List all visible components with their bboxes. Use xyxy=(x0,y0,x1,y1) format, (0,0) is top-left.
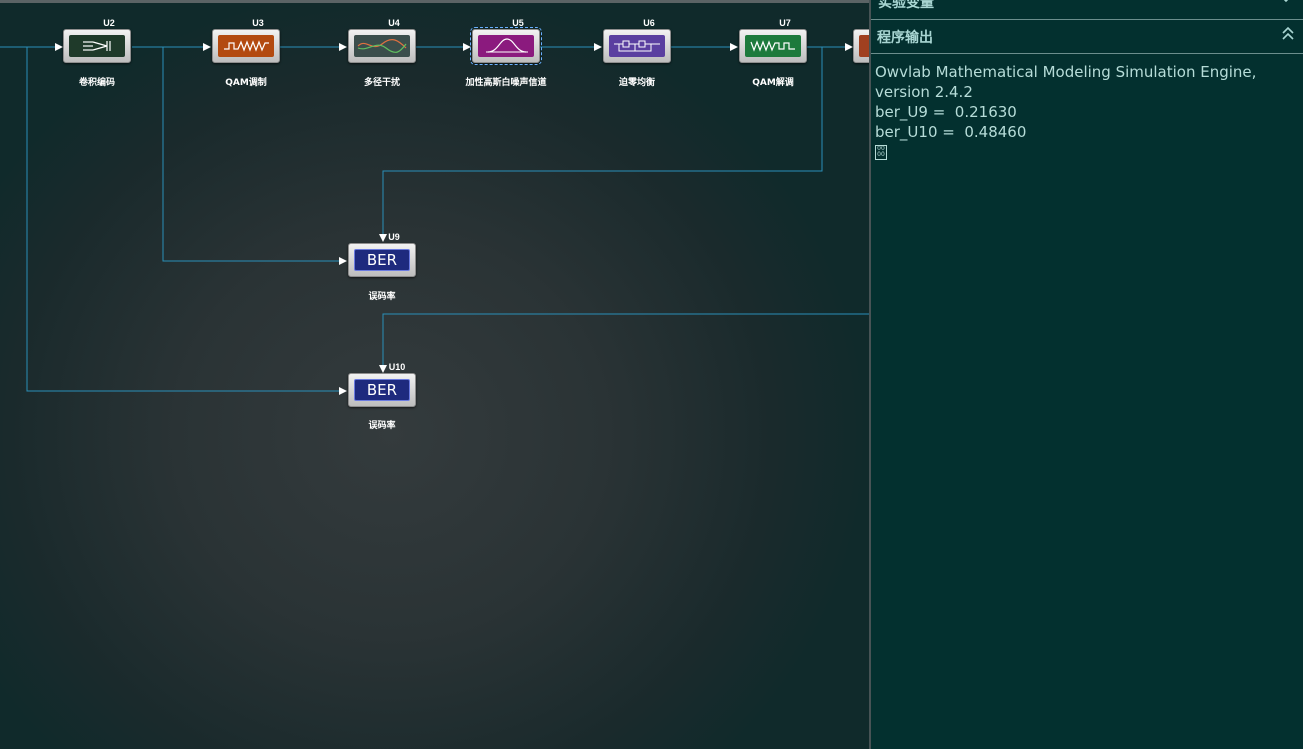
side-panel: 实验变量 程序输出 xyxy=(869,0,1303,749)
block-id-u6: U6 xyxy=(643,18,655,28)
wire-u7-u9 xyxy=(379,47,823,242)
block-id-u2: U2 xyxy=(103,18,115,28)
block-label-u5: 加性高斯白噪声信道 xyxy=(465,78,547,88)
variables-section-header[interactable]: 实验变量 xyxy=(871,0,1303,20)
ber-display: BER xyxy=(354,249,410,271)
block-label-u4: 多径干扰 xyxy=(363,78,400,88)
ber-text: BER xyxy=(366,381,398,399)
wave-icon xyxy=(859,35,869,57)
block-convolutional-encoder[interactable] xyxy=(63,29,131,63)
block-label-u3: QAM调制 xyxy=(225,78,267,88)
output-section-header[interactable]: 程序输出 xyxy=(871,20,1303,54)
ber-display: BER xyxy=(354,379,410,401)
program-output[interactable]: Owvlab Mathematical Modeling Simulation … xyxy=(875,62,1303,162)
wire-input-u10 xyxy=(26,47,347,395)
output-cursor-glyph: 00 00 xyxy=(875,145,887,160)
block-label-u9: 误码率 xyxy=(368,292,396,302)
circuit-icon xyxy=(609,35,665,57)
block-awgn-channel[interactable] xyxy=(470,27,542,65)
block-multipath-interference[interactable] xyxy=(348,29,416,63)
block-id-u9: U9 xyxy=(388,232,400,242)
demod-wave-icon xyxy=(745,35,801,57)
block-id-u4: U4 xyxy=(388,18,400,28)
block-id-u3: U3 xyxy=(252,18,264,28)
block-label-u7: QAM解调 xyxy=(752,78,794,88)
simulation-canvas[interactable]: U2 卷积编码 U3 QAM调制 U4 多径干扰 U5 加性高斯白噪声信道 U6… xyxy=(0,0,869,749)
conv-encoder-icon xyxy=(69,35,125,57)
block-label-u2: 卷积编码 xyxy=(78,78,115,88)
wire-u8-u10 xyxy=(379,313,869,373)
square-wave-icon xyxy=(218,35,274,57)
variables-title: 实验变量 xyxy=(878,0,934,11)
chevron-double-up-icon[interactable] xyxy=(1281,25,1295,45)
output-title: 程序输出 xyxy=(877,30,933,46)
connection-wires xyxy=(0,43,869,395)
wire-u2-u9 xyxy=(162,47,347,265)
output-line: ber_U10 = 0.48460 xyxy=(875,123,1027,141)
block-u8-partial[interactable] xyxy=(853,29,869,63)
chevron-down-icon[interactable] xyxy=(1279,0,1293,8)
block-qam-modulation[interactable] xyxy=(212,29,280,63)
block-id-u5: U5 xyxy=(512,18,524,28)
block-qam-demodulation[interactable] xyxy=(739,29,807,63)
gaussian-curve-icon xyxy=(478,35,534,57)
block-ber-u10[interactable]: BER xyxy=(348,373,416,407)
output-line: ber_U9 = 0.21630 xyxy=(875,103,1017,121)
block-label-u6: 迫零均衡 xyxy=(618,78,655,88)
canvas-top-border xyxy=(0,0,869,3)
multipath-wave-icon xyxy=(354,35,410,57)
block-zero-forcing-equalizer[interactable] xyxy=(603,29,671,63)
output-line: Owvlab Mathematical Modeling Simulation … xyxy=(875,63,1262,101)
block-label-u10: 误码率 xyxy=(368,421,396,431)
block-ber-u9[interactable]: BER xyxy=(348,243,416,277)
block-id-u7: U7 xyxy=(779,18,791,28)
ber-text: BER xyxy=(366,251,398,269)
block-id-u10: U10 xyxy=(388,362,406,372)
